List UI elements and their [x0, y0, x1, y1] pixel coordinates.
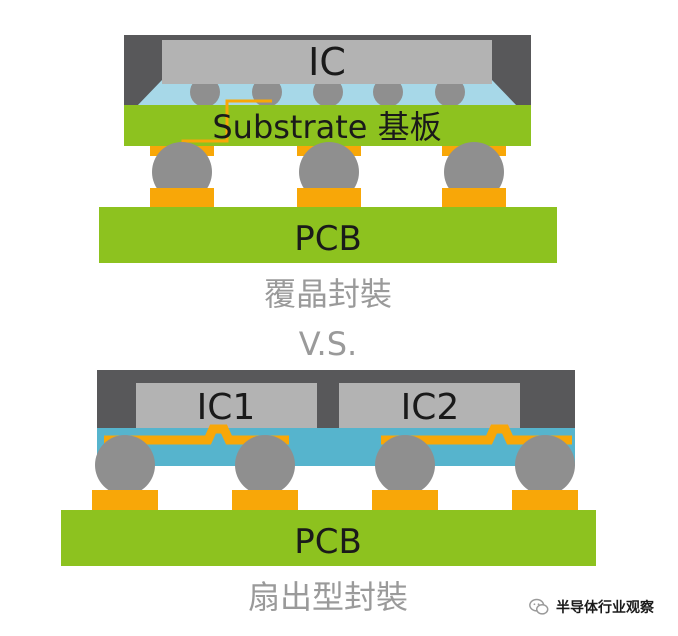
flip-chip-package: IC Substrate 基板 PCB — [99, 35, 557, 263]
micro-bump — [190, 77, 220, 107]
rdl-trace-2 — [381, 424, 572, 445]
ic1-label: IC1 — [197, 387, 256, 428]
fan-out-caption: 扇出型封裝 — [248, 578, 408, 616]
pcb-label: PCB — [294, 522, 362, 562]
solder-ball — [235, 435, 295, 495]
solder-ball — [444, 142, 504, 202]
pcb-label: PCB — [294, 219, 362, 259]
solder-pad — [232, 490, 298, 510]
micro-bumps — [190, 77, 465, 107]
solder-pad — [512, 490, 578, 510]
wechat-icon — [529, 598, 549, 615]
pcb-pads — [92, 490, 578, 510]
watermark: 半导体行业观察 — [528, 596, 654, 618]
solder-pad — [150, 188, 214, 207]
solder-balls — [95, 435, 575, 495]
substrate-label: Substrate 基板 — [212, 108, 441, 146]
substrate — [124, 105, 531, 146]
solder-ball — [299, 142, 359, 202]
watermark-text: 半导体行业观察 — [556, 600, 654, 616]
versus-label: V.S. — [299, 325, 357, 363]
ic2-die — [339, 383, 520, 428]
fan-out-package: IC1 IC2 PCB — [61, 370, 596, 566]
micro-bump — [373, 77, 403, 107]
micro-bump — [313, 77, 343, 107]
solder-pad — [92, 490, 158, 510]
flip-chip-caption: 覆晶封裝 — [264, 275, 392, 313]
solder-ball — [515, 435, 575, 495]
rdl-trace-1 — [104, 424, 289, 445]
micro-bump — [435, 77, 465, 107]
ic2-label: IC2 — [401, 387, 460, 428]
ic-die — [162, 40, 492, 84]
ic-label: IC — [308, 40, 346, 84]
pcb-pads — [150, 188, 506, 207]
solder-pad — [442, 188, 506, 207]
solder-balls — [152, 142, 504, 202]
pcb-board — [99, 207, 557, 263]
solder-pad — [372, 490, 438, 510]
solder-ball — [375, 435, 435, 495]
ic1-die — [136, 383, 317, 428]
pcb-board — [61, 510, 596, 566]
solder-ball — [152, 142, 212, 202]
solder-pad — [297, 188, 361, 207]
solder-ball — [95, 435, 155, 495]
